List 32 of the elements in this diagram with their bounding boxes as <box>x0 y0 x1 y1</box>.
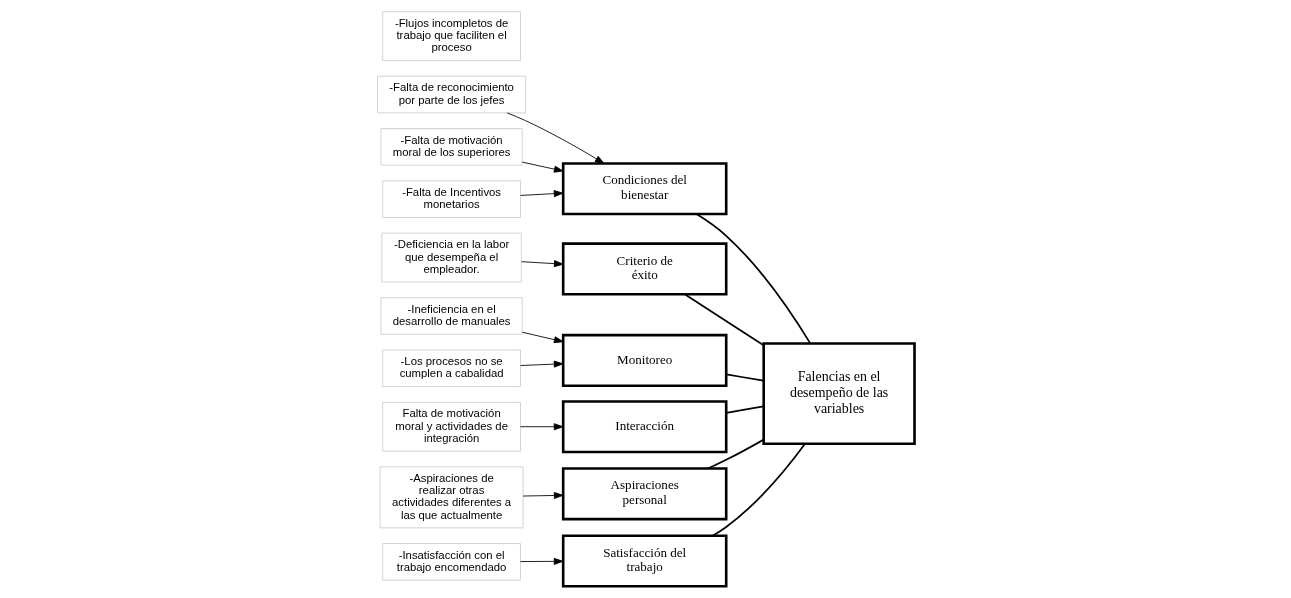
connector <box>695 213 811 344</box>
arrow <box>522 492 563 499</box>
connector <box>725 373 764 382</box>
connector <box>711 443 806 537</box>
arrow <box>519 557 563 565</box>
node-box: -Falta de Incentivos monetarios <box>381 180 521 218</box>
arrow <box>521 331 564 344</box>
node-box: -Los procesos no se cumplen a cabalidad <box>381 349 521 388</box>
node-box: Criterio de éxito <box>561 242 727 296</box>
connector <box>706 438 765 470</box>
connector <box>683 293 764 347</box>
arrow <box>519 190 563 198</box>
node-box: -Deficiencia en la labor que desempeña el empleador. <box>380 232 522 283</box>
node-box: Condiciones del bienestar <box>561 162 727 216</box>
node-box: Monitoreo <box>561 333 727 388</box>
arrow <box>521 161 564 173</box>
node-box: Falta de motivación moral y actividades de integración <box>381 401 521 452</box>
node-box: Falencias en el desempeño de las variables <box>761 342 916 446</box>
node-box: -Aspiraciones de realizar otras actividades diferentes a las que actualmente <box>379 466 523 529</box>
node-box: -Insatisfacción con el trabajo encomendado <box>381 543 521 581</box>
node-box: Interacción <box>561 400 727 454</box>
node-box: -Falta de reconocimiento por parte de los jefes <box>376 75 526 114</box>
arrow <box>519 360 563 368</box>
node-box: Aspiraciones personal <box>561 467 727 521</box>
node-box: -Flujos incompletos de trabajo que faciliten el proceso <box>381 11 521 61</box>
node-box: Satisfacción del trabajo <box>561 534 727 588</box>
arrow <box>506 112 604 164</box>
node-box: -Ineficiencia en el desarrollo de manuales <box>380 297 523 335</box>
arrow <box>520 260 564 268</box>
connector <box>725 405 764 414</box>
node-box: -Falta de motivación moral de los superiores <box>380 128 523 166</box>
arrow <box>519 423 563 431</box>
